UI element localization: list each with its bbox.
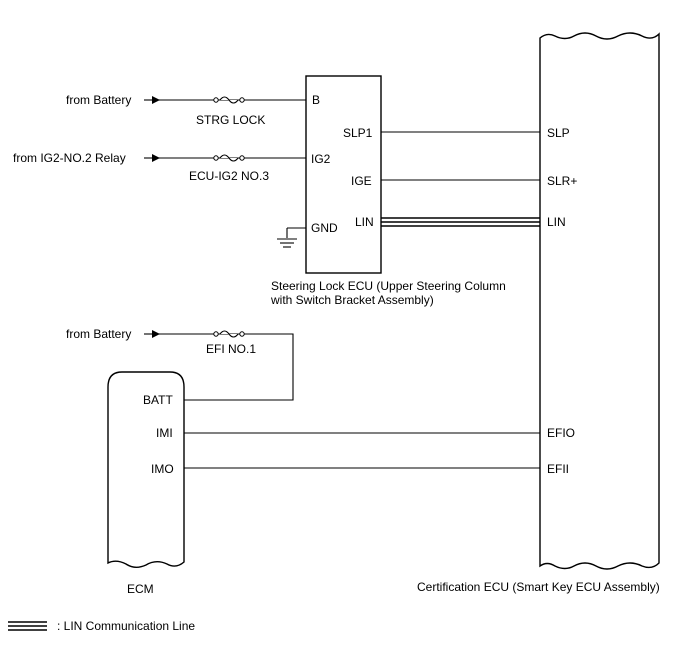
certification-ecu — [539, 32, 660, 570]
fuse-label-ecu-ig2: ECU-IG2 NO.3 — [189, 169, 269, 183]
legend-lin-label: : LIN Communication Line — [57, 619, 195, 633]
pin-label-slp1: SLP1 — [343, 126, 373, 140]
pin-label-gnd: GND — [311, 221, 338, 235]
fuse-icon — [213, 96, 245, 104]
steering-lock-ecu-caption-2: with Switch Bracket Assembly) — [270, 293, 434, 307]
pin-label-lin-cert: LIN — [547, 215, 566, 229]
arrow-icon — [144, 330, 160, 338]
pin-label-lin: LIN — [355, 215, 374, 229]
pin-label-slr: SLR+ — [547, 174, 577, 188]
fuse-icon — [213, 330, 245, 338]
ground-icon — [277, 227, 306, 248]
lin-communication-line — [381, 217, 540, 227]
certification-ecu-caption: Certification ECU (Smart Key ECU Assembl… — [417, 580, 660, 594]
fuse-label-strg-lock: STRG LOCK — [196, 113, 265, 127]
pin-label-imo: IMO — [151, 462, 174, 476]
pin-label-b: B — [312, 93, 320, 107]
source-label-battery-2: from Battery — [66, 327, 131, 341]
fuse-label-efi: EFI NO.1 — [206, 342, 256, 356]
pin-label-efio: EFIO — [547, 426, 575, 440]
legend-lin-line-symbol — [8, 621, 47, 631]
arrow-icon — [144, 154, 160, 162]
fuse-icon — [213, 154, 245, 162]
pin-label-batt: BATT — [143, 393, 173, 407]
pin-label-imi: IMI — [156, 426, 173, 440]
pin-label-ig2: IG2 — [311, 152, 331, 166]
ecm-box — [107, 371, 185, 568]
source-label-battery-1: from Battery — [66, 93, 131, 107]
steering-lock-ecu-box — [305, 75, 382, 274]
arrow-icon — [144, 96, 160, 104]
pin-label-ige: IGE — [351, 174, 372, 188]
pin-label-slp: SLP — [547, 126, 570, 140]
ecm-caption: ECM — [127, 582, 154, 596]
pin-label-efii: EFII — [547, 462, 569, 476]
source-label-ig2-relay: from IG2-NO.2 Relay — [13, 151, 126, 165]
steering-lock-ecu-caption-1: Steering Lock ECU (Upper Steering Column — [271, 279, 506, 293]
